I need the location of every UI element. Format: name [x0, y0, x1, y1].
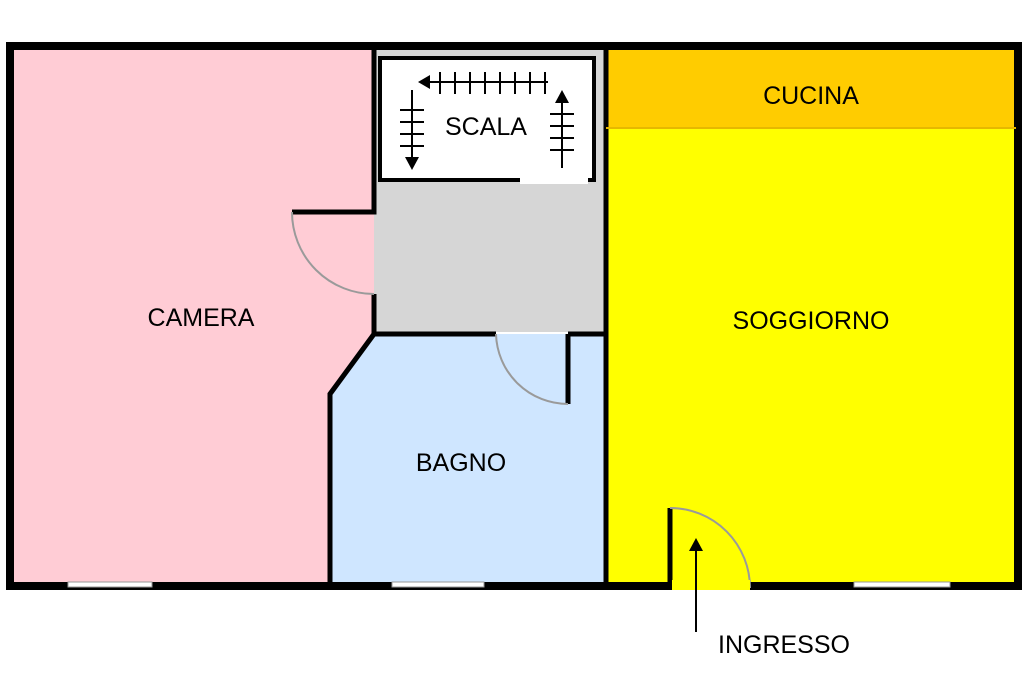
label-camera: CAMERA	[148, 304, 255, 332]
wall-camera-bagno	[327, 294, 377, 584]
ingresso-opening	[672, 580, 750, 590]
label-ingresso: INGRESSO	[718, 631, 850, 659]
label-cucina: CUCINA	[763, 82, 859, 110]
room-camera	[10, 48, 374, 584]
label-soggiorno: SOGGIORNO	[733, 307, 890, 335]
label-bagno: BAGNO	[416, 449, 506, 477]
door-swing-bagno	[495, 333, 569, 405]
ingresso-arrow-head	[689, 538, 703, 551]
room-cucina	[606, 48, 1016, 128]
window-bagno	[391, 581, 485, 588]
door-swing-ingresso	[669, 507, 751, 589]
outer-wall	[6, 42, 1022, 590]
label-scala: SCALA	[445, 113, 527, 141]
window-camera	[67, 581, 153, 588]
stair-opening	[520, 176, 588, 184]
stair-box	[378, 56, 596, 182]
door-swing-camera	[291, 211, 375, 295]
window-soggiorno	[853, 581, 951, 588]
stair-arrows	[400, 72, 574, 170]
wall-camera-east	[292, 48, 377, 215]
room-disimpegno	[374, 182, 606, 332]
